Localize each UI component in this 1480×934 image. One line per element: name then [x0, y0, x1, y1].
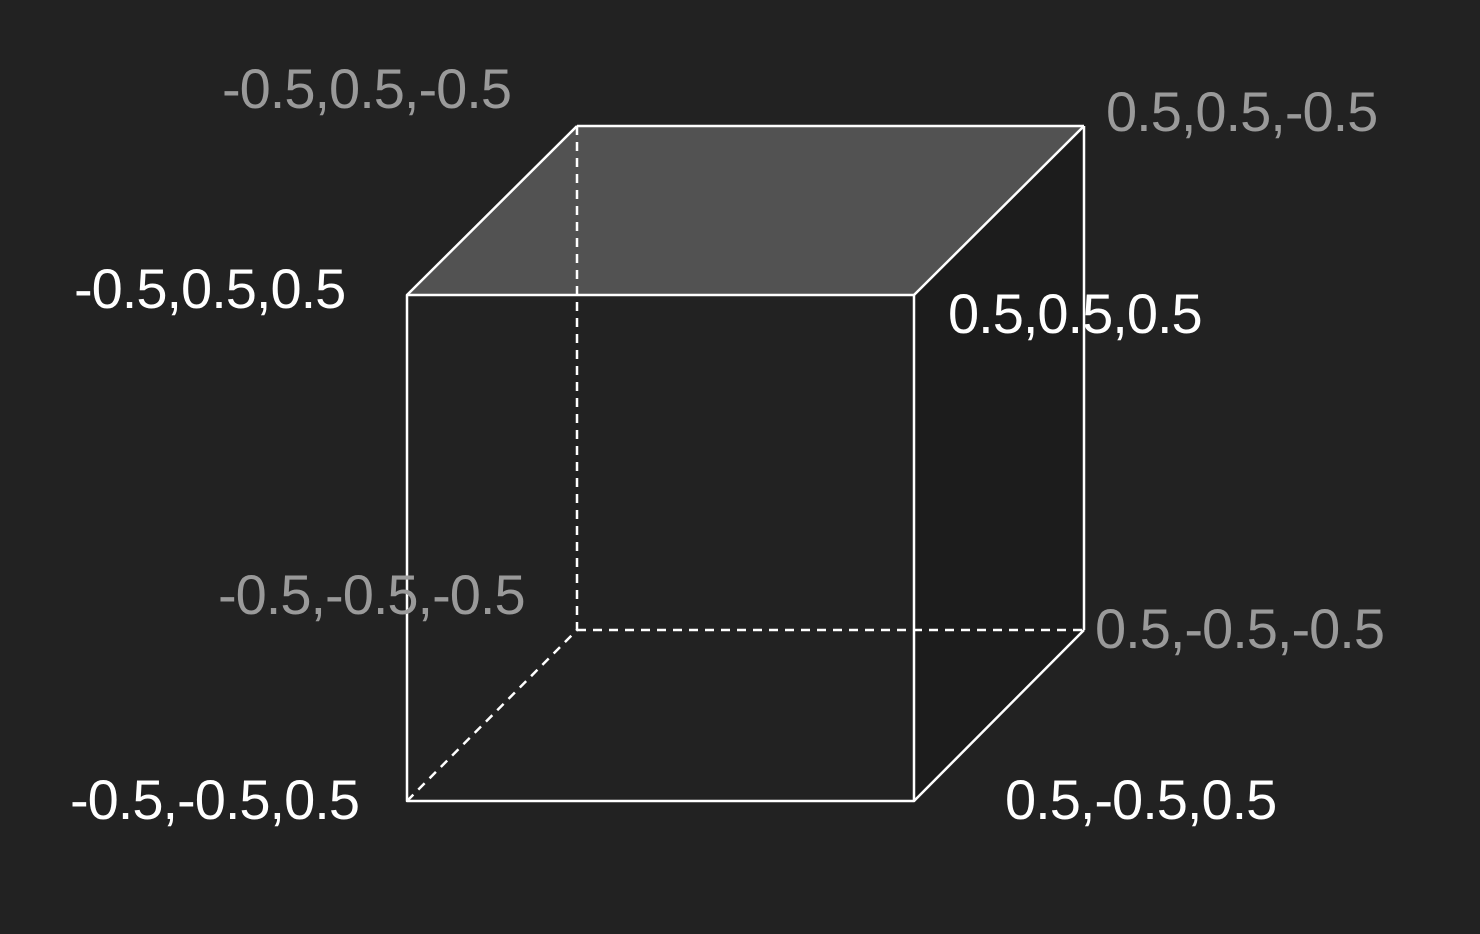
label-front-bottom-left: -0.5,-0.5,0.5	[70, 768, 359, 831]
label-back-top-left: -0.5,0.5,-0.5	[222, 57, 511, 120]
right-face	[914, 126, 1084, 801]
edge-top-left-depth	[406, 125, 578, 296]
front-face-outline	[405, 293, 916, 803]
top-face	[407, 126, 1084, 295]
label-back-top-right: 0.5,0.5,-0.5	[1106, 80, 1377, 143]
edge-top-right-depth	[913, 125, 1085, 296]
hidden-edge-bottom-left-depth	[406, 629, 578, 802]
label-back-bottom-left: -0.5,-0.5,-0.5	[218, 563, 525, 626]
label-back-bottom-right: 0.5,-0.5,-0.5	[1095, 597, 1384, 660]
label-front-top-left: -0.5,0.5,0.5	[74, 257, 345, 320]
label-front-top-right: 0.5,0.5,0.5	[948, 282, 1202, 345]
edge-bottom-right-depth	[913, 629, 1085, 802]
label-front-bottom-right: 0.5,-0.5,0.5	[1005, 768, 1276, 831]
